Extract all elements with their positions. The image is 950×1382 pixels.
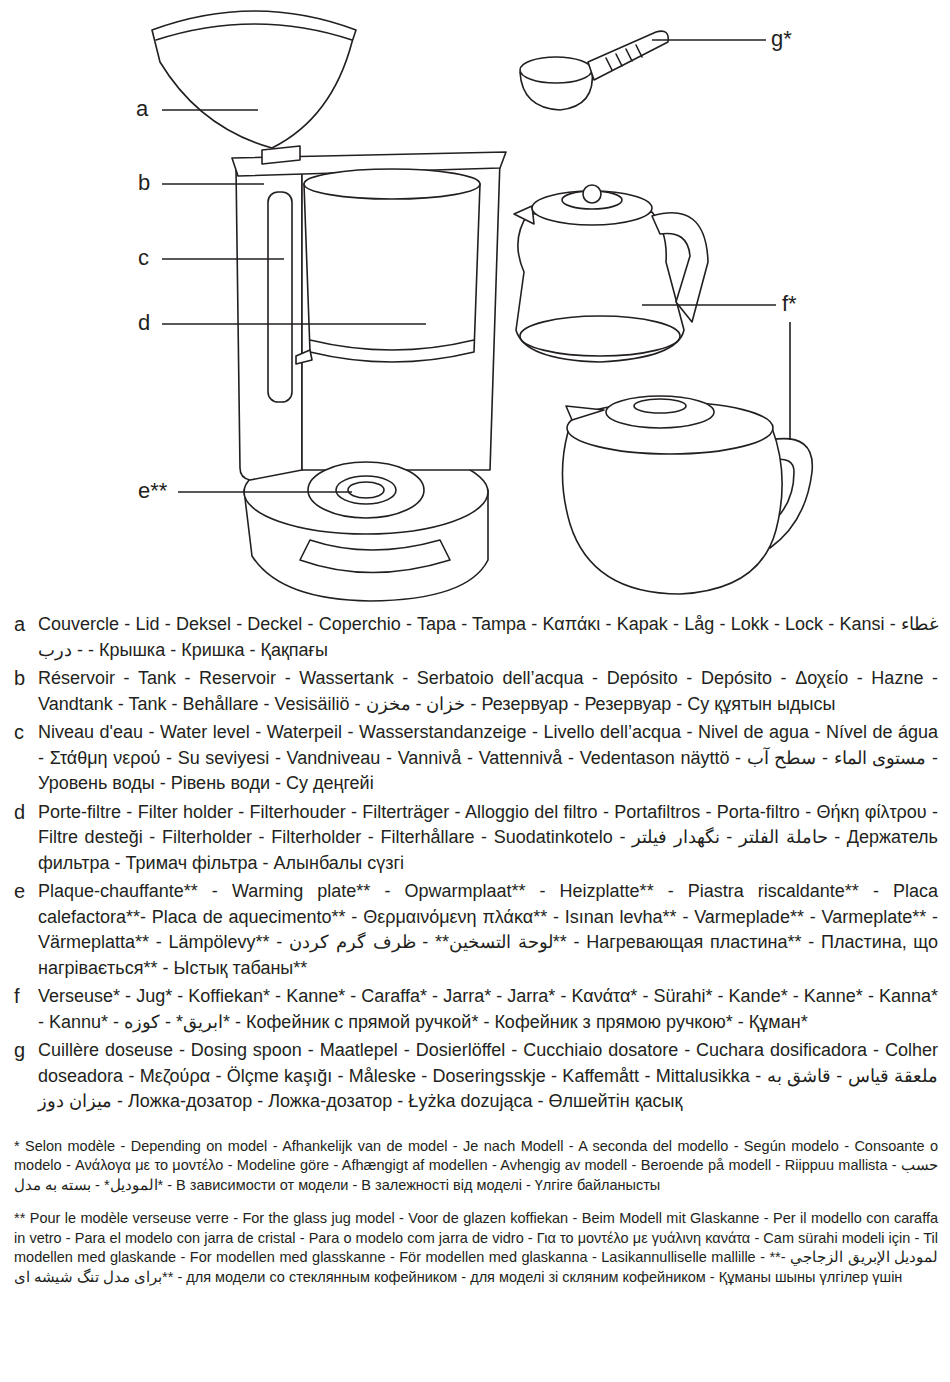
item-letter: c <box>14 720 38 797</box>
glass-jug-spout <box>514 206 534 224</box>
filter-holder <box>304 184 480 362</box>
leader-line <box>162 109 258 111</box>
leader-line <box>642 304 776 306</box>
item-text: Réservoir - Tank - Reservoir - Wassertan… <box>38 666 938 717</box>
item-text: Porte-filtre - Filter holder - Filterhou… <box>38 800 938 877</box>
item-text: Cuillère doseuse - Dosing spoon - Maatle… <box>38 1038 938 1115</box>
filter-top <box>304 169 480 199</box>
callout-letter: d <box>137 310 151 336</box>
glass-jug-body <box>516 212 684 362</box>
legend-item: gCuillère doseuse - Dosing spoon - Maatl… <box>14 1038 938 1115</box>
leader-line <box>162 323 426 325</box>
spoon-handle <box>588 31 668 80</box>
parts-list: aCouvercle - Lid - Deksel - Deckel - Cop… <box>14 612 938 1287</box>
callout-letter: a <box>135 96 149 122</box>
item-letter: f <box>14 984 38 1035</box>
item-text: Verseuse* - Jug* - Koffiekan* - Kanne* -… <box>38 984 938 1035</box>
thermal-jug-spout <box>566 406 604 420</box>
plate-outer <box>308 462 424 518</box>
legend-item: fVerseuse* - Jug* - Koffiekan* - Kanne* … <box>14 984 938 1035</box>
legend-item: cNiveau d'eau - Water level - Waterpeil … <box>14 720 938 797</box>
item-letter: e <box>14 879 38 981</box>
plate-inner <box>348 482 384 498</box>
spoon-ridges <box>606 45 642 70</box>
item-letter: d <box>14 800 38 877</box>
footnote: ** Pour le modèle verseuse verre - For t… <box>14 1209 938 1287</box>
leader-line <box>162 183 264 185</box>
item-letter: a <box>14 612 38 663</box>
callout-letter: c <box>137 245 150 271</box>
legend-item: bRéservoir - Tank - Reservoir - Wasserta… <box>14 666 938 717</box>
item-text: Niveau d'eau - Water level - Waterpeil -… <box>38 720 938 797</box>
base-front <box>300 540 450 573</box>
item-text: Plaque-chauffante** - Warming plate** - … <box>38 879 938 981</box>
callout-letter: b <box>137 170 151 196</box>
legend-item: dPorte-filtre - Filter holder - Filterho… <box>14 800 938 877</box>
item-letter: b <box>14 666 38 717</box>
filter-handle <box>296 350 312 364</box>
item-text: Couvercle - Lid - Deksel - Deckel - Cope… <box>38 612 938 663</box>
item-letter: g <box>14 1038 38 1115</box>
footnote: * Selon modèle - Depending on model - Af… <box>14 1137 938 1196</box>
callout-letter: e** <box>137 478 168 504</box>
coffee-maker-illustration <box>0 0 950 610</box>
hinge <box>262 146 300 164</box>
lid-shape <box>152 11 356 148</box>
plate-mid <box>336 476 396 504</box>
leader-line <box>789 322 791 440</box>
callout-letter: g* <box>770 26 793 52</box>
filter-band <box>310 340 474 350</box>
thermal-jug-lid <box>606 396 714 428</box>
leader-line <box>178 491 352 493</box>
legend-item: aCouvercle - Lid - Deksel - Deckel - Cop… <box>14 612 938 663</box>
rear-wall <box>302 160 500 470</box>
leader-line <box>162 258 284 260</box>
legend-item: ePlaque-chauffante** - Warming plate** -… <box>14 879 938 981</box>
water-window <box>268 192 292 402</box>
thermal-jug-cap <box>634 399 686 413</box>
glass-jug-bottom <box>520 316 680 356</box>
leader-line <box>652 39 766 41</box>
lid-edge <box>156 24 352 40</box>
callout-letter: f* <box>781 291 798 317</box>
glass-jug-knob <box>583 185 601 203</box>
spoon-rim <box>520 57 592 83</box>
